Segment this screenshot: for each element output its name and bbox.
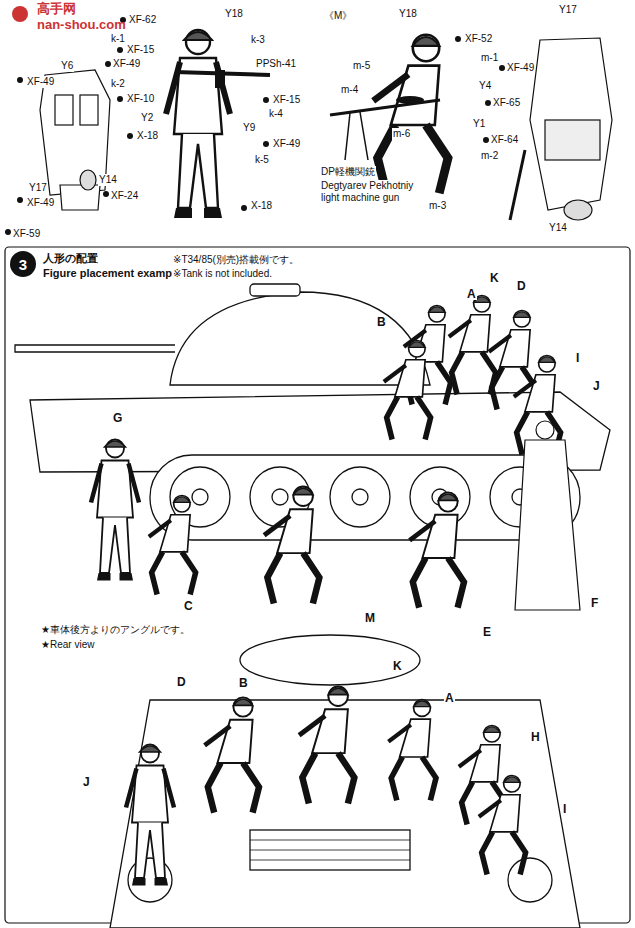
- callout-label: XF-49: [26, 197, 55, 209]
- figure-letter: I: [562, 803, 567, 815]
- figure-letter: B: [376, 316, 387, 328]
- callout-label: XF-65: [492, 97, 521, 109]
- figure-letter: M: [364, 612, 376, 624]
- callout-label: XF-15: [272, 94, 301, 106]
- callout-label: k-4: [268, 108, 284, 120]
- callout-label: XF-10: [126, 93, 155, 105]
- callout-label: m-3: [428, 200, 447, 212]
- callout-label: m-4: [340, 84, 359, 96]
- step-number-circle: 3: [10, 251, 36, 277]
- callout-label: m-1: [480, 52, 499, 64]
- callout-label: m-2: [480, 150, 499, 162]
- callout-label: XF-59: [12, 228, 41, 240]
- callout-label: X-18: [250, 200, 273, 212]
- callout-label: 人形の配置: [42, 252, 99, 264]
- callout-label: X-18: [136, 130, 159, 142]
- callout-label: Y14: [98, 174, 118, 186]
- callout-label: Y17: [28, 182, 48, 194]
- callout-label: XF-49: [272, 138, 301, 150]
- callout-label: Degtyarev Pekhotniy: [320, 180, 414, 192]
- callout-label: Y18: [224, 8, 244, 20]
- callout-label: ★車体後方よりのアングルです。: [40, 624, 191, 636]
- callout-label: XF-49: [506, 62, 535, 74]
- callout-label: k-2: [110, 78, 126, 90]
- step-number: 3: [19, 256, 27, 273]
- callout-label: k-3: [250, 34, 266, 46]
- figure-letter: D: [516, 280, 527, 292]
- callout-label: light machine gun: [320, 192, 400, 204]
- watermark: nan-shou.com: [36, 19, 127, 31]
- callout-label: Y9: [242, 122, 256, 134]
- figure-letter: G: [112, 412, 123, 424]
- figure-letter: E: [482, 626, 492, 638]
- figure-letter: J: [592, 380, 601, 392]
- callout-label: Y2: [140, 112, 154, 124]
- figure-letter: F: [590, 597, 599, 609]
- figure-letter: C: [183, 600, 194, 612]
- figure-letter: K: [489, 272, 500, 284]
- figure-letter: D: [176, 676, 187, 688]
- callout-label: DP軽機関銃: [320, 166, 376, 178]
- callout-label: XF-49: [26, 76, 55, 88]
- callout-label: m-6: [392, 128, 411, 140]
- callout-label: Y17: [558, 4, 578, 16]
- callout-label: Y4: [478, 80, 492, 92]
- callout-label: XF-52: [464, 33, 493, 45]
- figure-letter: A: [444, 692, 455, 704]
- callout-label: Y18: [398, 8, 418, 20]
- callout-label: Y1: [472, 118, 486, 130]
- watermark: 高手网: [36, 3, 77, 15]
- callout-label: Figure placement example: [42, 267, 182, 279]
- figure-letter: A: [466, 288, 477, 300]
- callout-label: XF-49: [112, 58, 141, 70]
- callout-label: k-1: [110, 33, 126, 45]
- callout-label: XF-62: [128, 14, 157, 26]
- callout-label: ※T34/85(別売)搭載例です。: [172, 254, 300, 266]
- callout-label: ※Tank is not included.: [172, 268, 273, 280]
- figure-letter: B: [238, 677, 249, 689]
- callout-label: ★Rear view: [40, 639, 95, 651]
- figure-letter: K: [392, 660, 403, 672]
- callout-label: Y14: [548, 222, 568, 234]
- callout-label: XF-64: [490, 134, 519, 146]
- callout-label: XF-24: [110, 190, 139, 202]
- callout-label: Y6: [60, 60, 74, 72]
- callout-label: XF-15: [126, 44, 155, 56]
- figure-letter: J: [82, 776, 91, 788]
- figure-letter: I: [575, 352, 580, 364]
- callout-label: PPSh-41: [255, 58, 297, 70]
- callout-label: k-5: [254, 154, 270, 166]
- figure-letter: H: [530, 731, 541, 743]
- callout-label: 《M》: [323, 10, 353, 22]
- callout-label: m-5: [352, 60, 371, 72]
